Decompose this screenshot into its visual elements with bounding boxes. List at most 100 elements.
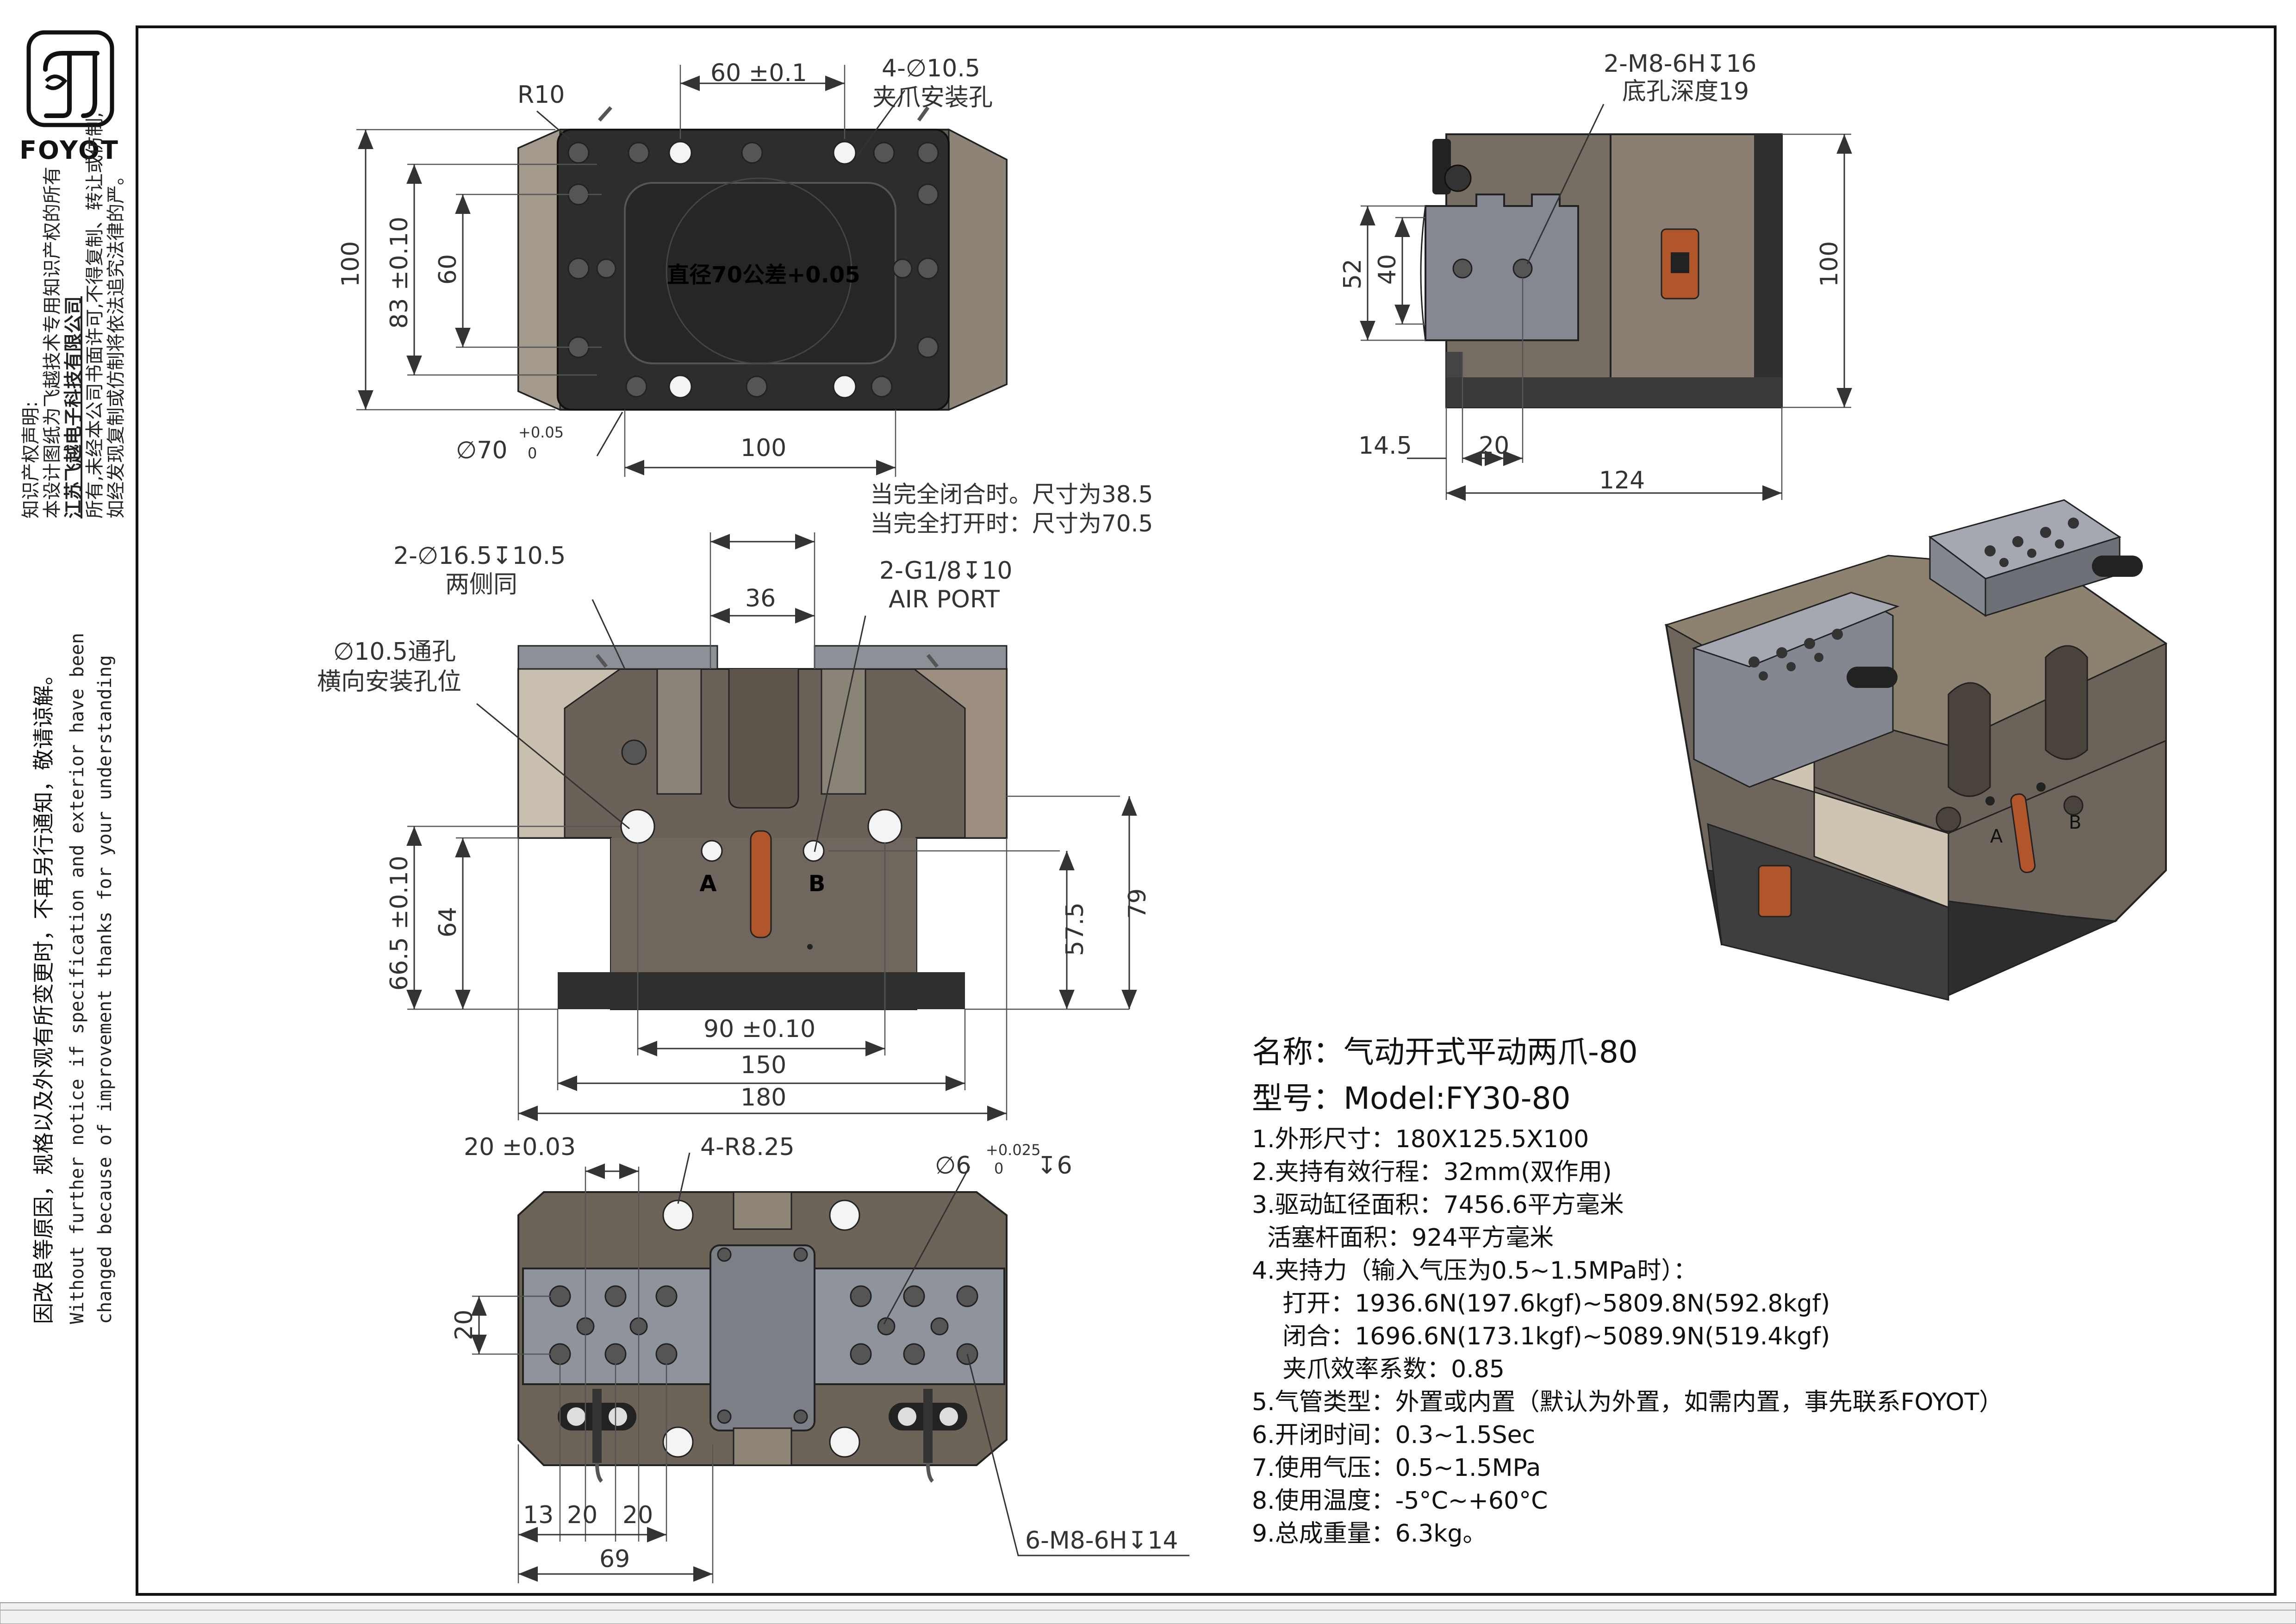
ip-notice-line1: 本设计图纸为飞越技术专用知识产权的所有 — [42, 167, 63, 518]
bottom-ruler — [0, 1602, 2296, 1624]
spec-item: 活塞杆面积：924平方毫米 — [1252, 1224, 1554, 1252]
dim-front-64: 64 — [434, 907, 462, 937]
open-size-note: 当完全打开时：尺寸为70.5 — [870, 510, 1153, 537]
dim-front-79: 79 — [1124, 888, 1151, 919]
dim-r10: R10 — [517, 81, 565, 109]
dim-r825: 4-R8.25 — [700, 1133, 795, 1161]
jaw-mount-hole — [833, 375, 857, 399]
change-notice-en1: Without further notice if specification … — [67, 633, 88, 1324]
dim-side-124: 124 — [1599, 467, 1645, 494]
spec-item: 打开：1936.6N(197.6kgf)~5809.8N(592.8kgf) — [1252, 1290, 1830, 1318]
air-port-a — [701, 840, 723, 862]
bottom-view-dimensions — [471, 1152, 1189, 1583]
drawing-frame — [136, 25, 2277, 1596]
dim-front-150: 150 — [740, 1051, 786, 1079]
through-hole-sub: 横向安装孔位 — [317, 668, 461, 696]
dim-phi70-tol-low: 0 — [528, 444, 537, 462]
dim-bottom-20a: 20 — [567, 1501, 597, 1529]
bottom-view — [517, 1191, 1008, 1483]
dim-phi70-tol-up: +0.05 — [518, 424, 564, 441]
dim-front-90: 90 ±0.10 — [703, 1015, 815, 1043]
dim-bottom-20b: 20 — [622, 1501, 653, 1529]
jaw-holes-sub: 夹爪安装孔 — [872, 84, 993, 112]
dim-front-180: 180 — [740, 1084, 786, 1112]
change-notice-cn: 因改良等原因，规格以及外观有所变更时，不再另行通知，敬请谅解。 — [31, 664, 56, 1324]
spec-item: 闭合：1696.6N(173.1kgf)~5089.9N(519.4kgf) — [1252, 1323, 1830, 1350]
dim-phi6-tol-up: +0.025 — [986, 1141, 1040, 1159]
through-hole-label: ∅10.5通孔 — [333, 638, 456, 666]
side-view — [1420, 133, 1783, 408]
bottom-center-plate-bolts — [717, 1247, 808, 1424]
r825-hole — [662, 1199, 694, 1231]
side-mount-hole — [867, 809, 902, 844]
dim-bottom-20v: 20 — [450, 1310, 478, 1340]
dim-side-14-5: 14.5 — [1358, 432, 1412, 460]
ip-notice-company: 江苏飞越电子科技有限公司 — [63, 296, 84, 518]
spec-item: 9.总成重量：6.3kg。 — [1252, 1520, 1487, 1548]
ip-notice-line3: 如经发现复制或仿制将依法追究法律的严。 — [106, 167, 127, 518]
foyot-logo — [26, 30, 114, 127]
svg-text:A: A — [1990, 826, 2003, 847]
spec-items: 1.外形尺寸：180X125.5X1002.夹持有效行程：32mm(双作用)3.… — [1252, 1125, 2003, 1548]
jaw-mount-hole — [833, 141, 857, 165]
hole2-label: 2-∅16.5↧10.5 — [393, 542, 566, 570]
spec-model: 型号：Model:FY30-80 — [1252, 1081, 1570, 1116]
front-view-dimensions — [406, 532, 1137, 1121]
spec-item: 4.夹持力（输入气压为0.5~1.5MPa时）： — [1252, 1257, 1697, 1285]
side-thread-sub: 底孔深度19 — [1622, 78, 1749, 106]
dim-front-66-5: 66.5 ±0.10 — [386, 856, 413, 991]
spec-name: 名称：气动开式平动两爪-80 — [1252, 1034, 1638, 1070]
iso-orange-label — [2010, 793, 2036, 873]
spec-item: 5.气管类型：外置或内置（默认为外置，如需内置，事先联系FOYOT） — [1252, 1388, 2003, 1416]
front-orange-label — [750, 830, 772, 938]
jaw-mount-hole — [668, 375, 692, 399]
dim-bottom-69: 69 — [599, 1545, 630, 1573]
air-port-sub: AIR PORT — [889, 586, 1000, 613]
dim-side-52: 52 — [1339, 259, 1367, 289]
ip-notice: 知识产权声明: 本设计图纸为飞越技术专用知识产权的所有 江苏飞越电子科技有限公司… — [20, 112, 127, 518]
jaw-mount-hole — [668, 141, 692, 165]
air-port-b — [803, 840, 825, 862]
spec-item: 1.外形尺寸：180X125.5X100 — [1252, 1125, 1589, 1153]
dim-front-36: 36 — [745, 585, 776, 612]
dim-top-100v: 100 — [337, 241, 365, 287]
dim-phi70: ∅70 — [456, 437, 507, 464]
port-b-label: B — [809, 871, 826, 897]
dim-top-83: 83 ±0.10 — [386, 217, 413, 329]
bottom-thread-label: 6-M8-6H↧14 — [1025, 1527, 1178, 1555]
dim-side-100: 100 — [1816, 241, 1843, 287]
spec-item: 6.开闭时间：0.3~1.5Sec — [1252, 1421, 1535, 1449]
dim-front-57-5: 57.5 — [1061, 902, 1089, 956]
svg-text:B: B — [2069, 812, 2081, 833]
spec-item: 7.使用气压：0.5~1.5MPa — [1252, 1454, 1541, 1482]
side-thread-label: 2-M8-6H↧16 — [1604, 50, 1756, 78]
closed-size-note: 当完全闭合时。尺寸为38.5 — [870, 481, 1153, 508]
dim-phi6-tol-low: 0 — [994, 1160, 1003, 1177]
air-port-label: 2-G1/8↧10 — [879, 557, 1012, 585]
dim-phi6: ∅6 — [935, 1152, 971, 1180]
dim-top-100h: 100 — [740, 434, 786, 462]
dim-side-20: 20 — [1479, 432, 1509, 460]
spec-item: 夹爪效率系数：0.85 — [1252, 1355, 1505, 1383]
dim-top-60v: 60 — [434, 254, 462, 285]
dim-phi6-depth: ↧6 — [1037, 1152, 1072, 1180]
r825-hole — [662, 1426, 694, 1458]
change-notice: 因改良等原因，规格以及外观有所变更时，不再另行通知，敬请谅解。 Without … — [31, 633, 116, 1324]
ip-notice-title: 知识产权声明: — [20, 401, 42, 518]
specifications: 名称：气动开式平动两爪-80 型号：Model:FY30-80 1.外形尺寸：1… — [1252, 1034, 2003, 1548]
dim-top-60: 60 ±0.1 — [710, 59, 807, 87]
center-bore-note: 直径70公差+0.05 — [667, 262, 860, 288]
dim-bottom-13: 13 — [523, 1501, 554, 1529]
top-plate-bolts — [567, 142, 939, 398]
side-view-dimensions — [1360, 104, 1852, 501]
dim-bottom-20tol: 20 ±0.03 — [464, 1133, 576, 1161]
brand-name: FOYOT — [19, 136, 119, 165]
change-notice-en2: changed because of improvement thanks fo… — [94, 655, 116, 1324]
ip-notice-line2: 所有,未经本公司书面许可,不得复制、转让或仿制, — [84, 112, 106, 518]
jaw-holes-label: 4-∅10.5 — [882, 55, 980, 82]
top-view-dimensions — [356, 65, 906, 477]
front-view — [517, 645, 1008, 1010]
port-a-label: A — [699, 871, 716, 897]
hole2-sub: 两侧同 — [445, 571, 517, 599]
